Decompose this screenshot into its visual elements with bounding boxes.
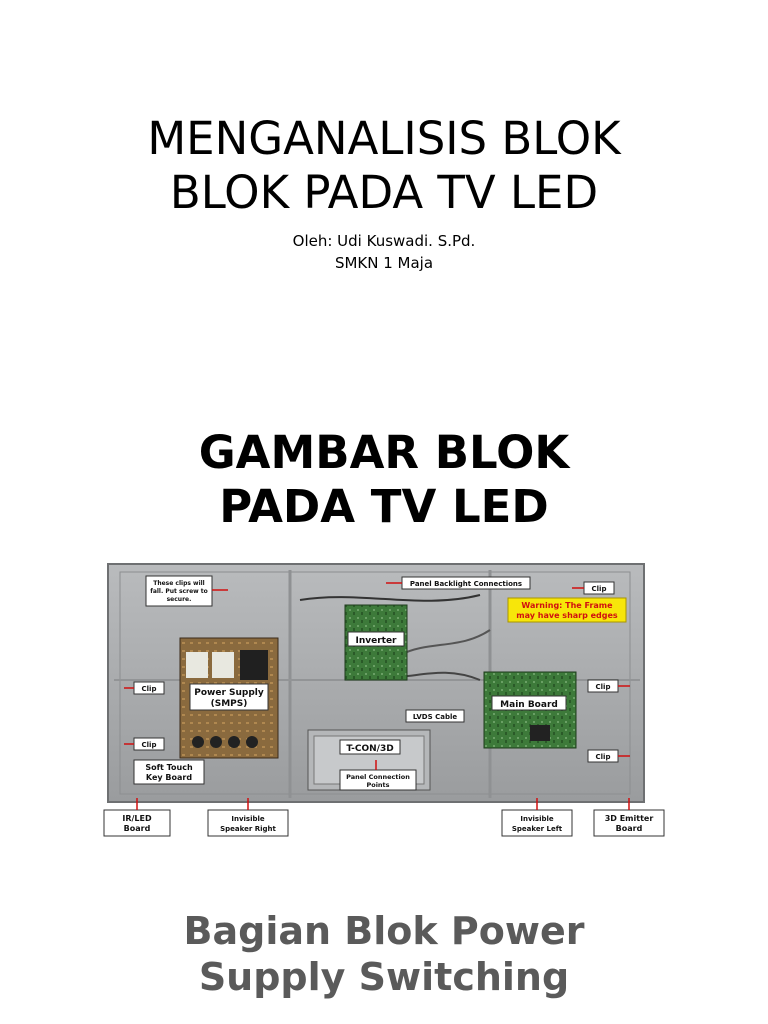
slide-title: MENGANALISIS BLOK BLOK PADA TV LED xyxy=(147,112,621,219)
svg-text:Clip: Clip xyxy=(142,741,157,749)
label-clips-note: These clips will fall. Put screw to secu… xyxy=(145,575,213,607)
label-soft-touch: Soft Touch Key Board xyxy=(133,759,205,785)
svg-text:Clip: Clip xyxy=(142,685,157,693)
svg-text:Panel Backlight Connections: Panel Backlight Connections xyxy=(410,580,522,588)
svg-text:Clip: Clip xyxy=(596,683,611,691)
svg-text:Panel Connection: Panel Connection xyxy=(346,773,410,781)
label-power-supply: Power Supply (SMPS) xyxy=(189,683,269,711)
svg-text:IR/LED: IR/LED xyxy=(122,814,152,823)
svg-text:Invisible: Invisible xyxy=(520,815,554,823)
label-lvds-cable: LVDS Cable xyxy=(405,709,465,723)
svg-text:Main Board: Main Board xyxy=(500,700,558,710)
svg-text:Soft Touch: Soft Touch xyxy=(145,763,193,772)
label-speaker-left: Invisible Speaker Left xyxy=(501,809,573,837)
svg-text:These clips will: These clips will xyxy=(153,580,205,587)
svg-text:Board: Board xyxy=(616,824,643,833)
section-heading-gambar-blok: GAMBAR BLOK PADA TV LED xyxy=(198,426,570,533)
svg-text:LVDS Cable: LVDS Cable xyxy=(413,713,457,721)
svg-text:3D Emitter: 3D Emitter xyxy=(605,814,654,823)
section-heading-power-supply: Bagian Blok Power Supply Switching xyxy=(183,909,585,999)
label-panel-backlight: Panel Backlight Connections xyxy=(401,576,531,590)
label-speaker-right: Invisible Speaker Right xyxy=(207,809,289,837)
svg-text:Warning: The Frame: Warning: The Frame xyxy=(521,601,613,610)
label-tcon: T-CON/3D xyxy=(339,739,401,755)
byline: Oleh: Udi Kuswadi. S.Pd. SMKN 1 Maja xyxy=(0,230,768,274)
label-clip-left-1: Clip xyxy=(133,681,165,695)
label-panel-connection: Panel Connection Points xyxy=(339,769,417,791)
label-clip-right-2: Clip xyxy=(587,749,619,763)
author-line: Oleh: Udi Kuswadi. S.Pd. xyxy=(292,232,476,250)
svg-text:Speaker Right: Speaker Right xyxy=(220,825,276,833)
svg-text:Clip: Clip xyxy=(596,753,611,761)
svg-text:Points: Points xyxy=(366,781,389,789)
label-clip-right-1: Clip xyxy=(587,679,619,693)
svg-text:Key Board: Key Board xyxy=(146,773,192,782)
svg-text:T-CON/3D: T-CON/3D xyxy=(346,744,393,754)
label-ir-led: IR/LED Board xyxy=(103,809,171,837)
svg-text:Inverter: Inverter xyxy=(355,636,397,646)
label-inverter: Inverter xyxy=(347,631,405,647)
svg-text:Invisible: Invisible xyxy=(231,815,265,823)
label-clip-top-right: Clip xyxy=(583,581,615,595)
svg-text:Clip: Clip xyxy=(592,585,607,593)
red-arrows xyxy=(124,582,630,810)
svg-text:secure.: secure. xyxy=(167,596,192,603)
label-main-board: Main Board xyxy=(491,695,567,711)
svg-text:Board: Board xyxy=(124,824,151,833)
label-3d-emitter: 3D Emitter Board xyxy=(593,809,665,837)
label-warning: Warning: The Frame may have sharp edges xyxy=(507,597,627,623)
svg-text:Power Supply: Power Supply xyxy=(194,688,264,698)
svg-text:Speaker Left: Speaker Left xyxy=(512,825,563,833)
svg-text:(SMPS): (SMPS) xyxy=(211,699,248,709)
svg-text:may have sharp edges: may have sharp edges xyxy=(516,611,618,620)
tv-led-board-photo: These clips will fall. Put screw to secu… xyxy=(103,563,665,837)
svg-text:fall. Put screw to: fall. Put screw to xyxy=(150,588,208,595)
label-clip-left-2: Clip xyxy=(133,737,165,751)
school-line: SMKN 1 Maja xyxy=(334,254,434,272)
